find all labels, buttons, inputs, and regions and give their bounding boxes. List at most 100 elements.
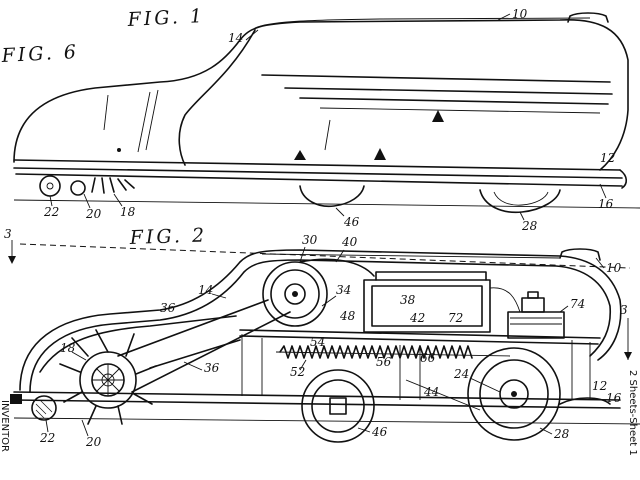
fig1-front-caster-hub: [46, 182, 54, 190]
fig2-drive-belt-upper: [117, 299, 269, 357]
fig1-title: FIG. 1: [126, 5, 205, 31]
fig1-ref-22: 22: [43, 205, 59, 219]
fig2-front-bumper: [10, 394, 22, 404]
fig1-ref-10: 10: [512, 7, 528, 21]
fig1-middle-wheel: [299, 185, 365, 208]
fig2-ref-18: 18: [60, 341, 76, 355]
fig2-deck-plate: [239, 329, 601, 339]
fig1-filler-cap: [567, 12, 609, 23]
fig2-rear-wheel-rim: [479, 359, 549, 429]
fig2-ref-36-lower: 36: [204, 361, 220, 375]
fig2-battery-box-inner: [371, 285, 483, 327]
fig2-ref-38: 38: [400, 293, 416, 307]
fig2-brush-spokes: [92, 364, 124, 396]
fig2-ref-46: 46: [371, 425, 388, 439]
fig1-shadow-3: [432, 110, 444, 122]
fig1-shadow-2: [294, 150, 306, 160]
fig1-rear-wheel: [479, 189, 561, 214]
fig2-middle-wheel: [301, 369, 375, 443]
fig6-title: FIG. 6: [0, 41, 79, 67]
fig2-front-caster-hatch: [35, 399, 53, 419]
fig2-ref-44: 44: [423, 385, 439, 399]
fig2-ground-line: [13, 417, 640, 425]
fig1-ref-46: 46: [343, 215, 360, 229]
fig2-battery-lid: [375, 271, 487, 281]
fig2-ref-20: 20: [85, 435, 102, 449]
sheet-info: 2 Sheets-Sheet 1: [627, 370, 638, 456]
fig2-water-tank: [507, 311, 565, 339]
fig2-motor-pulley-axle: [292, 291, 298, 297]
fig2-water-level: [510, 317, 562, 325]
fig2-brush-bristles: [59, 329, 157, 425]
fig2-ref-28: 28: [553, 427, 570, 441]
fig1-reflection-4: [324, 119, 331, 151]
fig1-rear-wheel-inner: [493, 191, 549, 206]
fig1-brush-bristles: [91, 177, 135, 194]
section-mark-left: 3: [4, 227, 12, 241]
fig2-ref-14: 14: [198, 283, 213, 297]
fig2-ref-40: 40: [341, 235, 358, 249]
fig2-ref-72: 72: [448, 311, 463, 325]
fig2-inner-shell: [29, 259, 612, 393]
fig2-rear-wheel-axle: [511, 391, 517, 397]
fig1-frame-end: [619, 169, 628, 189]
fig2-hood-ridge: [261, 253, 561, 259]
fig1-ref-14: 14: [228, 31, 243, 45]
fig1-ref-16: 16: [598, 197, 614, 211]
fig1-ref-12: 12: [600, 151, 615, 165]
fig1-rivet: [117, 148, 121, 152]
fig2-ref-52: 52: [290, 365, 305, 379]
fig2-motor-pulley: [262, 261, 328, 327]
inventor-fragment: INVENTOR: [0, 400, 10, 452]
fig1-reflection-1: [103, 94, 109, 131]
fig2-fan-housing-40: [299, 258, 375, 277]
fig2-middle-wheel-rim: [311, 379, 365, 433]
section-mark-right: 3: [620, 303, 628, 317]
fig2-ref-10: 10: [606, 261, 622, 275]
fig1-ref-28: 28: [521, 219, 538, 233]
fig1-front-caster: [39, 175, 61, 197]
fig2-deck-plate-lower: [239, 335, 599, 345]
fig1-trim-line-4: [319, 107, 601, 114]
fig2-ref-54: 54: [310, 335, 325, 349]
fig1-hood-ridge: [254, 17, 591, 29]
fig2-ref-36-upper: 36: [160, 301, 176, 315]
fig2-motor-pulley-hub: [284, 283, 306, 305]
fig1-trim-line-1: [261, 74, 611, 83]
fig2-ref-66: 66: [420, 351, 436, 365]
fig2-tank-neck: [521, 297, 545, 313]
fig1-vehicle-elevation: [13, 12, 640, 214]
fig2-chute-36-lower: [149, 339, 241, 369]
fig1-reflection-2: [137, 91, 151, 153]
fig2-rear-wheel-hub: [499, 379, 529, 409]
fig1-frame-rail-bottom: [15, 173, 623, 187]
fig2-frame-rail-top: [13, 391, 621, 401]
fig2-title: FIG. 2: [128, 224, 207, 249]
fig2-ref-48: 48: [339, 309, 356, 323]
section-line-3-3: 3 3: [4, 227, 632, 360]
fig2-ref-12: 12: [592, 379, 607, 393]
fig1-frame-rail-mid: [13, 167, 623, 179]
fig1-ref-18: 18: [120, 205, 136, 219]
fig1-body-outline: [13, 19, 629, 171]
fig2-motor-pulley-rim: [270, 269, 320, 319]
fig2-ref-16: 16: [606, 391, 622, 405]
fig1-ref-20: 20: [85, 207, 102, 221]
fig2-coil-spring: [279, 345, 473, 359]
fig2-ref-30: 30: [302, 233, 318, 247]
fig1-ground-line: [13, 199, 640, 209]
fig2-ref-42: 42: [409, 311, 425, 325]
fig2-reference-numerals: 30 40 10 14 34 38 74 36 48 42 72 18 36 5…: [39, 233, 622, 449]
fig2-front-caster: [31, 395, 57, 421]
fig2-ref-74: 74: [570, 297, 585, 311]
fig2-linkage-24: [469, 377, 501, 393]
fig1-reference-numerals: 10 14 12 16 22 20 18 46 28: [43, 7, 615, 233]
fig2-ref-34: 34: [336, 283, 351, 297]
fig2-rear-bumper: [559, 397, 611, 405]
fig1-trim-line-2: [284, 87, 613, 95]
fig2-ref-24: 24: [453, 367, 469, 381]
fig2-frame-rail-bottom: [13, 399, 621, 409]
fig2-outer-shell: [19, 249, 622, 391]
fig1-frame-rail-top: [13, 159, 621, 171]
fig2-chute-36-upper: [39, 315, 237, 373]
